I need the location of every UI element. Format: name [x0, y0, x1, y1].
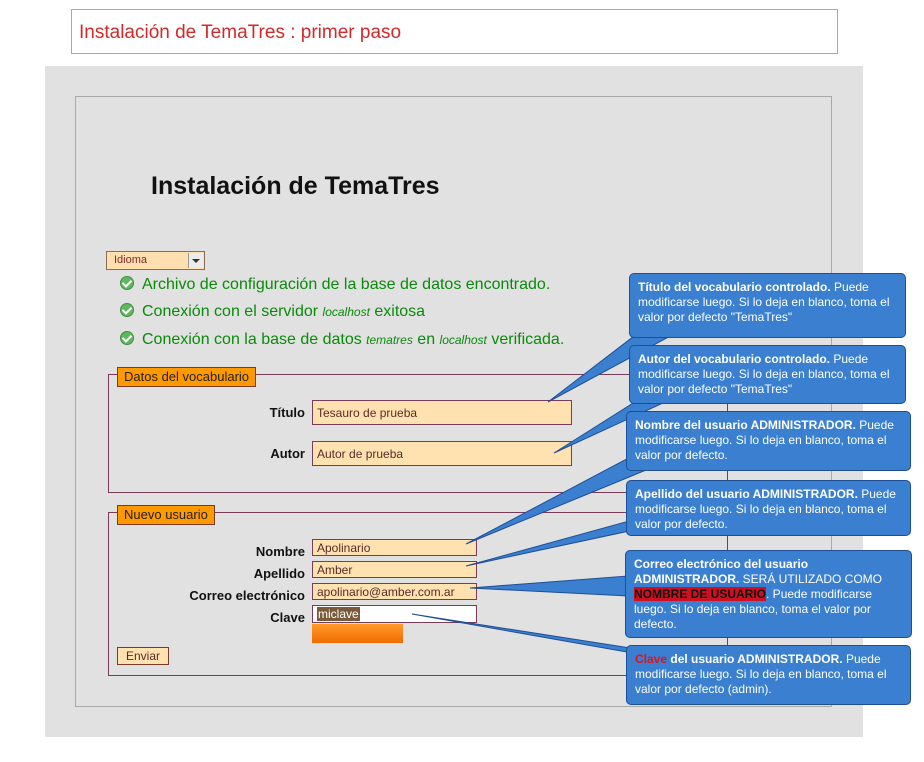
- page-title: Instalación de TemaTres : primer paso: [79, 22, 402, 43]
- language-select[interactable]: Idioma: [106, 251, 205, 270]
- name-input[interactable]: Apolinario: [312, 539, 477, 556]
- vocabulary-legend: Datos del vocabulario: [117, 367, 257, 387]
- check-config-file: Archivo de configuración de la base de d…: [120, 276, 550, 294]
- author-label: Autor: [270, 446, 305, 461]
- surname-label: Apellido: [253, 566, 305, 581]
- author-input[interactable]: Autor de prueba: [312, 441, 572, 466]
- page-title-box: Instalación de TemaTres : primer paso: [71, 9, 838, 54]
- title-label: Título: [269, 405, 305, 420]
- password-value: miclave: [317, 607, 360, 621]
- install-heading: Instalación de TemaTres: [151, 172, 440, 200]
- tooltip-surname: Apellido del usuario ADMINISTRADOR. Pued…: [626, 480, 911, 536]
- password-input[interactable]: miclave: [312, 605, 477, 623]
- title-input[interactable]: Tesauro de prueba: [312, 400, 572, 425]
- tooltip-email: Correo electrónico del usuario ADMINISTR…: [625, 550, 912, 638]
- language-select-value: Idioma: [114, 254, 148, 266]
- check-server-connection: Conexión con el servidor localhost exito…: [120, 303, 425, 321]
- check-circle-icon: [120, 303, 134, 317]
- tooltip-name: Nombre del usuario ADMINISTRADOR. Puede …: [626, 411, 911, 471]
- tooltip-pointer-email: [469, 575, 629, 597]
- tooltip-title: Título del vocabulario controlado. Puede…: [629, 273, 906, 338]
- name-label: Nombre: [255, 544, 305, 559]
- email-input[interactable]: apolinario@amber.com.ar: [312, 583, 477, 600]
- check-circle-icon: [120, 331, 134, 345]
- tooltip-password: Clave del usuario ADMINISTRADOR. Puede m…: [626, 645, 911, 705]
- chevron-down-icon[interactable]: [188, 253, 203, 268]
- check-database-connection: Conexión con la base de datos tematres e…: [120, 331, 564, 349]
- submit-button[interactable]: Enviar: [117, 647, 169, 665]
- surname-input[interactable]: Amber: [312, 561, 477, 578]
- password-strength-bar: [312, 624, 403, 643]
- password-label: Clave: [270, 610, 305, 625]
- tooltip-author: Autor del vocabulario controlado. Puede …: [629, 345, 906, 404]
- email-label: Correo electrónico: [189, 588, 305, 603]
- check-circle-icon: [120, 276, 134, 290]
- new-user-legend: Nuevo usuario: [117, 505, 215, 525]
